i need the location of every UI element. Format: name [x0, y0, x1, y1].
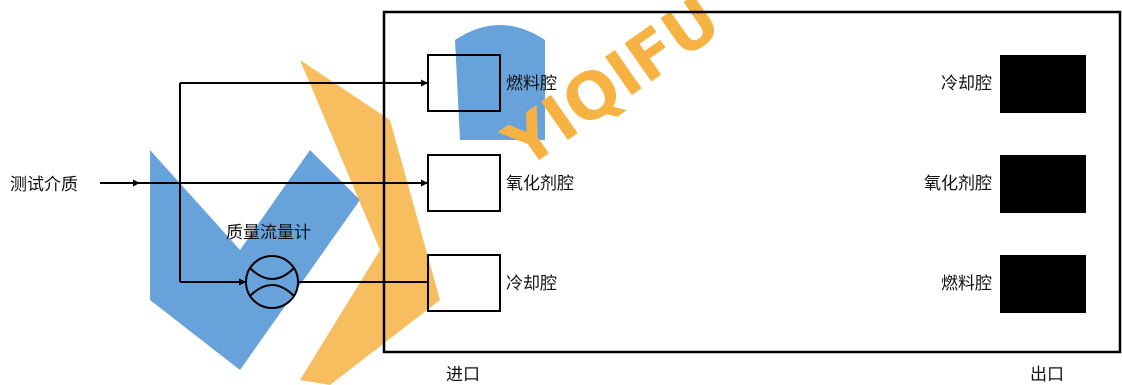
outlet-oxidizer-cavity: [1000, 155, 1086, 213]
inlet-cavity-label: 燃料腔: [506, 74, 557, 94]
outlet-caption: 出口: [1030, 365, 1064, 385]
watermark-blue-shape: [150, 150, 360, 370]
inlet-caption: 进口: [446, 365, 480, 385]
outlet-cavity-label: 氧化剂腔: [924, 174, 992, 194]
outlet-coolant-cavity: [1000, 55, 1086, 113]
inlet-oxidizer-cavity: [427, 154, 501, 212]
watermark: YIQIFU: [150, 0, 734, 385]
flowmeter-icon: [245, 255, 299, 309]
outlet-cavity-label: 冷却腔: [941, 74, 992, 94]
inlet-fuel-cavity: [427, 54, 501, 112]
watermark-orange-shape: [300, 60, 440, 385]
outlet-fuel-cavity: [1000, 255, 1086, 313]
flowmeter-label: 质量流量计: [226, 223, 311, 243]
input-label: 测试介质: [10, 175, 78, 195]
outlet-cavity-label: 燃料腔: [941, 274, 992, 294]
inlet-cavity-label: 氧化剂腔: [506, 174, 574, 194]
inlet-coolant-cavity: [427, 254, 501, 312]
inlet-cavity-label: 冷却腔: [506, 274, 557, 294]
